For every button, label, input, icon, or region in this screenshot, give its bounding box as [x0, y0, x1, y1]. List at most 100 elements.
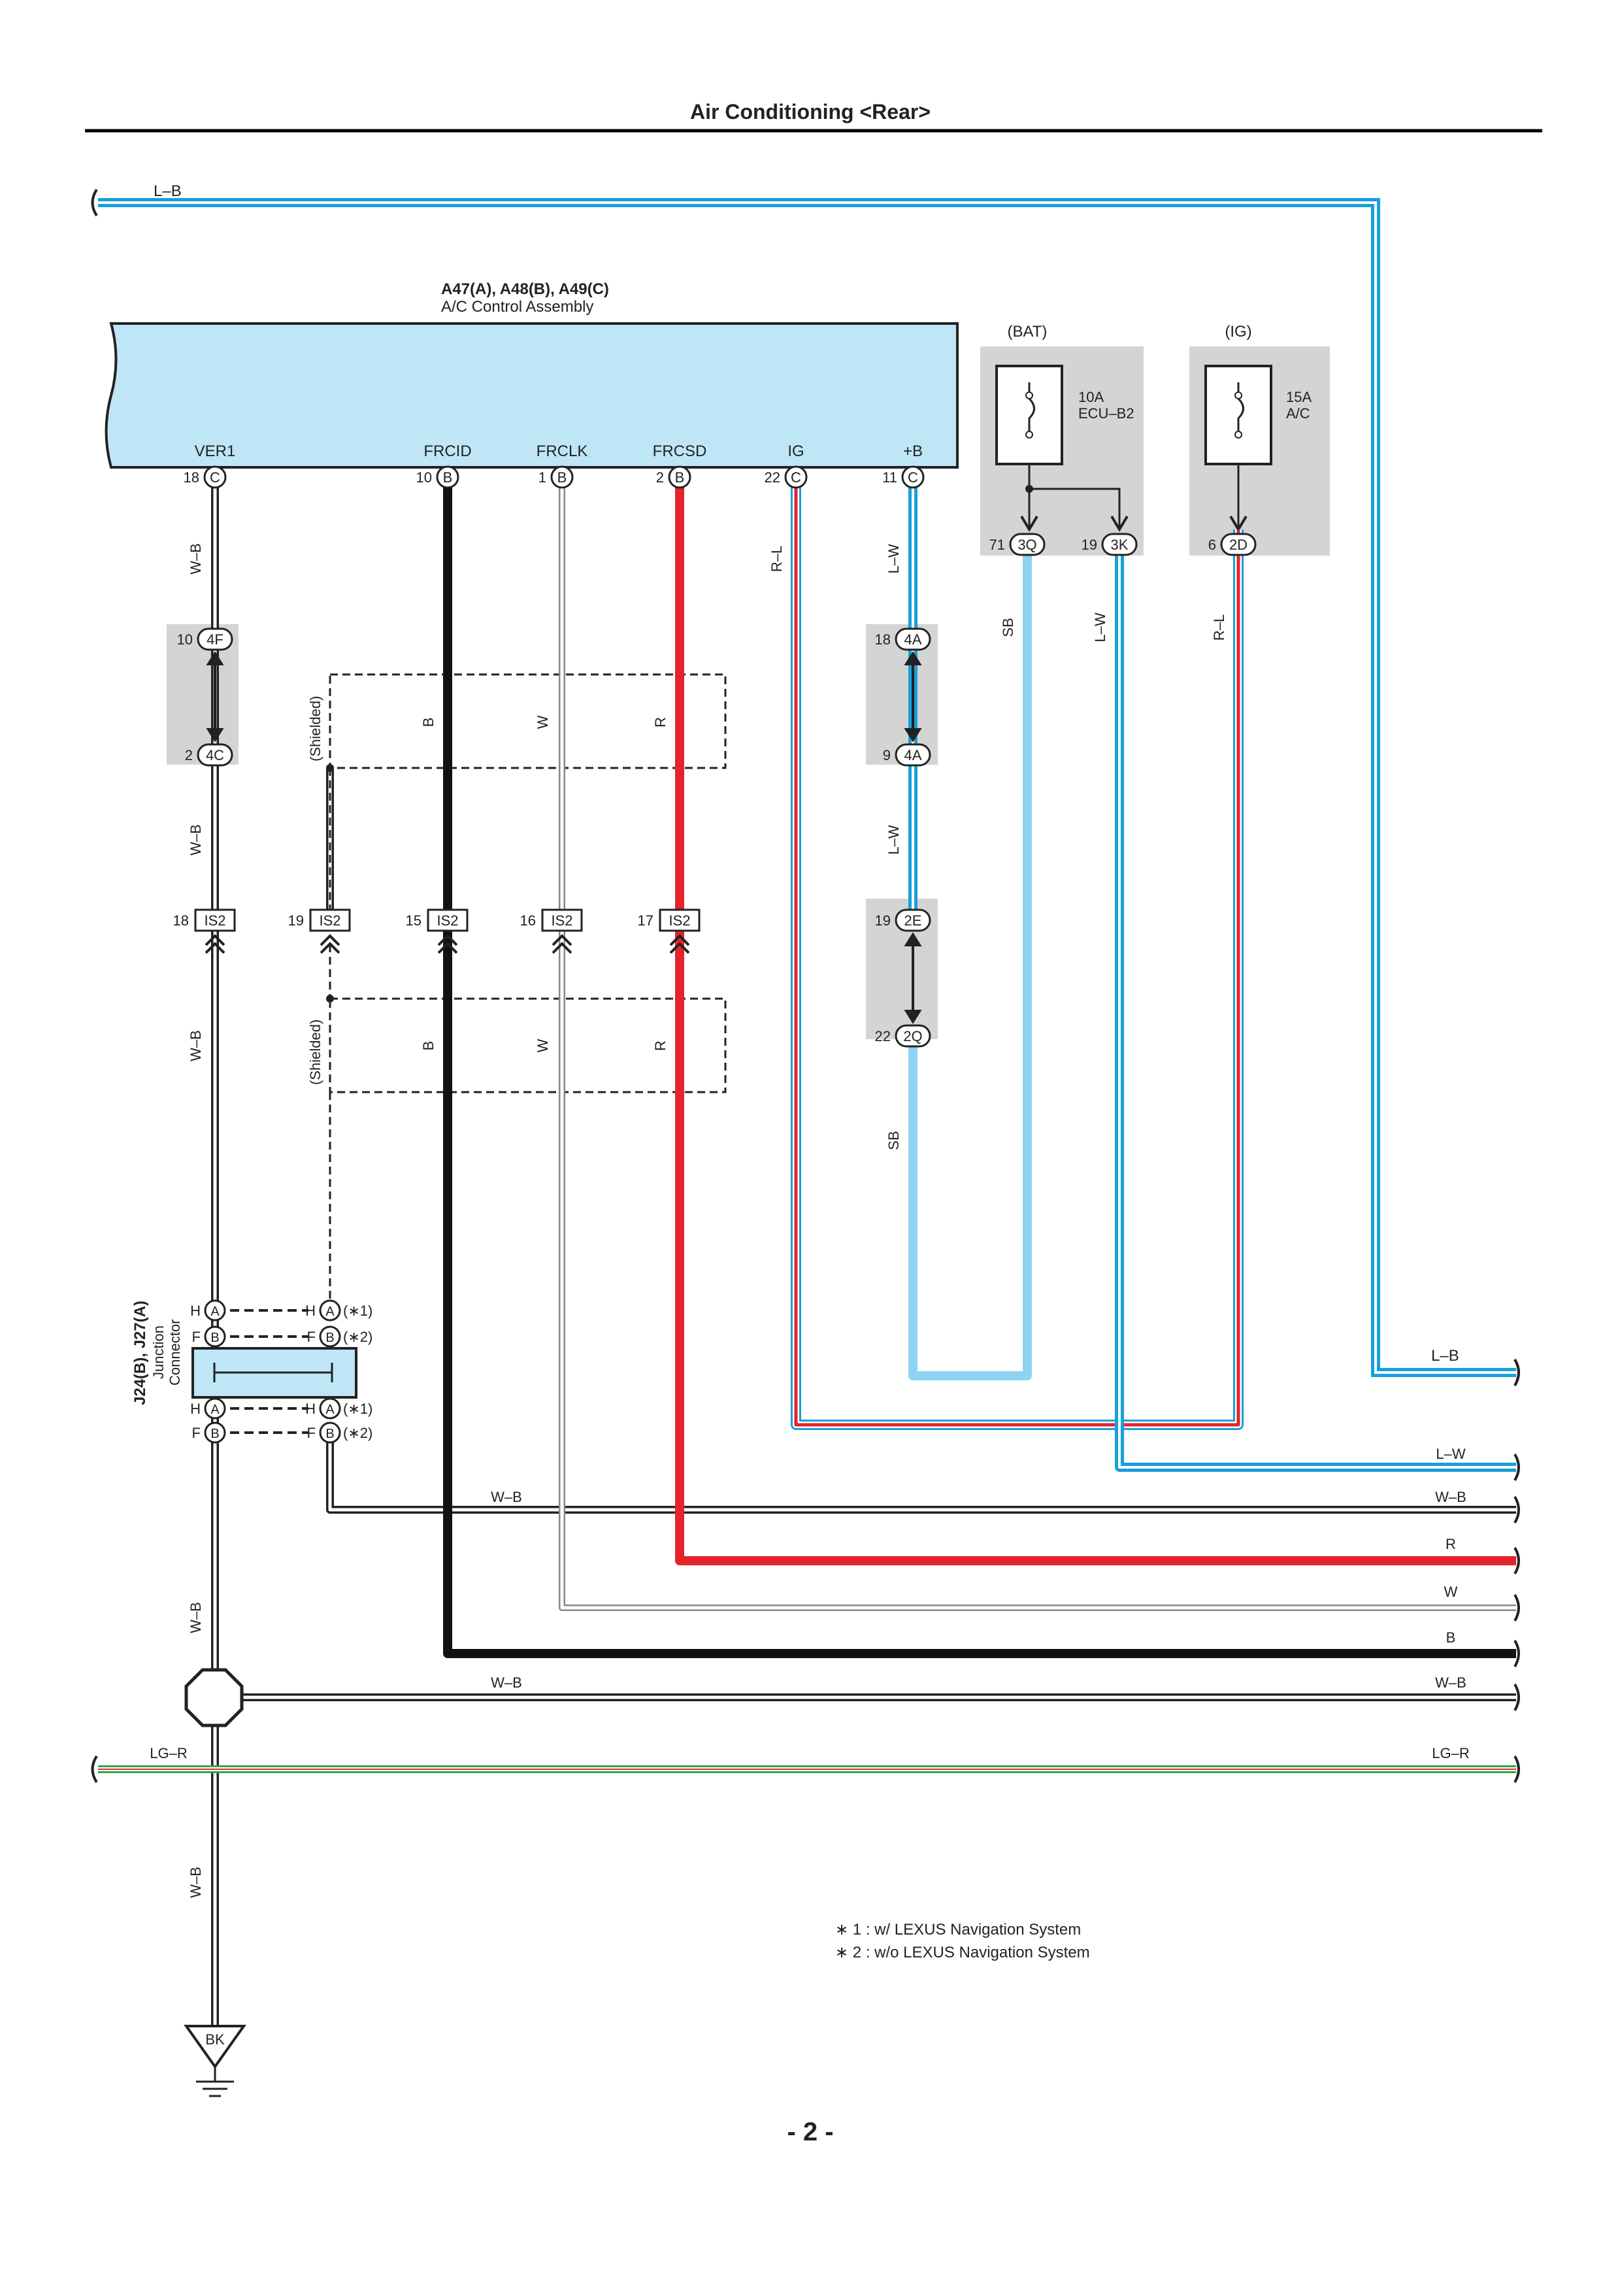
- assembly-pin-letter: B: [443, 469, 453, 486]
- arrow-2e-2q-up: [904, 932, 922, 946]
- assembly-pin: B1: [538, 465, 574, 489]
- jc-pin-note: (∗1): [343, 1401, 372, 1417]
- chevron-is2: [552, 934, 572, 946]
- assembly-pin-circle: [436, 465, 459, 489]
- arrow-4f-4c-up: [206, 651, 224, 665]
- assembly-pin-num: 1: [538, 469, 546, 486]
- wire-break-right: [1513, 1755, 1520, 1784]
- jc-pin: [319, 1325, 341, 1348]
- assembly-pin-letter: C: [791, 469, 801, 486]
- wire-label-horizontal: LG–R: [1432, 1745, 1469, 1761]
- pin-4c-code: 4C: [206, 747, 224, 763]
- jc-pin-letter: B: [325, 1427, 334, 1441]
- ac-control-assembly: A47(A), A48(B), A49(C) A/C Control Assem…: [105, 280, 959, 469]
- pin-2q-code: 2Q: [903, 1028, 922, 1044]
- wire-frclk-core: [560, 477, 1516, 1610]
- jc-pin-label: H: [305, 1303, 316, 1319]
- chevron-is2-2: [205, 942, 225, 954]
- wire-label-vertical: R: [652, 1040, 669, 1051]
- assembly-pin-letter: C: [210, 469, 220, 486]
- pin-3q-code: 3Q: [1017, 537, 1036, 553]
- fuse-box-ig: (IG) 15A A/C: [1189, 323, 1330, 556]
- pin-is2-num: 17: [638, 912, 653, 929]
- assembly-pin-num: 10: [416, 469, 432, 486]
- wire-ig-core: [794, 477, 1240, 1427]
- wire-label-lb-right: L–B: [1431, 1347, 1459, 1365]
- pin-2d-num: 6: [1208, 537, 1216, 553]
- jc-pin: [319, 1422, 341, 1444]
- jc-pin-letter: A: [325, 1305, 335, 1319]
- assembly-pin-num: 11: [882, 469, 897, 486]
- assembly-pin-label: +B: [903, 442, 923, 460]
- wire-label-horizontal: B: [1446, 1629, 1456, 1646]
- jc-pin: [204, 1397, 226, 1420]
- junction-connector: J24(B), J27(A) Junction Connector: [131, 1301, 357, 1405]
- fuse-bat-name: ECU–B2: [1078, 405, 1134, 422]
- pin-is2-box: [541, 908, 583, 932]
- chevron-is2-2: [669, 942, 690, 954]
- pin-is2-num: 19: [288, 912, 304, 929]
- pin-2q-oval: [895, 1024, 931, 1048]
- pin-4f-code: 4F: [207, 631, 223, 648]
- note-1: ∗ 1 : w/ LEXUS Navigation System: [835, 1921, 1081, 1938]
- assembly-pin-num: 22: [765, 469, 780, 486]
- jc-pin-label: F: [192, 1425, 201, 1441]
- pin-is2-num: 16: [520, 912, 536, 929]
- fuse-ig-label: (IG): [1225, 323, 1251, 341]
- shield-lower-label: (Shielded): [307, 1020, 323, 1085]
- pin-is2-num: 18: [173, 912, 189, 929]
- pin-2d: 2D6: [1208, 533, 1257, 556]
- wire-label-vertical: W–B: [188, 1602, 204, 1633]
- pin-is2-num: 15: [406, 912, 422, 929]
- jc-pin-note: (∗2): [343, 1329, 372, 1345]
- chevron-is2: [437, 934, 458, 946]
- wire-break-right: [1513, 1546, 1520, 1575]
- wire-frcid: [443, 477, 1516, 1658]
- pin-3k-code: 3K: [1111, 537, 1129, 553]
- assembly-pin-circle: [550, 465, 574, 489]
- wire-break-right: [1513, 1453, 1520, 1482]
- chevron-is2-2: [320, 942, 340, 954]
- wire-label-vertical: R–L: [769, 546, 785, 572]
- pin-4f-num: 10: [177, 631, 193, 648]
- jc-pin-note: (∗2): [343, 1425, 372, 1441]
- pin-4f-oval: [197, 627, 233, 651]
- pin-4c: 4C2: [185, 743, 233, 767]
- jc-name-2: Connector: [167, 1319, 183, 1386]
- assembly-pin-circle: [668, 465, 691, 489]
- chevron-is2: [320, 934, 340, 946]
- arrow-4f-4c-down: [206, 728, 224, 742]
- assembly-pin-label: FRCLK: [537, 442, 588, 460]
- chevron-is2-2: [437, 942, 458, 954]
- assembly-pin-circle: [901, 465, 925, 489]
- wire-ig-gap: [793, 477, 1242, 1428]
- pin-3q-oval: [1009, 533, 1046, 556]
- assembly-pin-letter: B: [675, 469, 685, 486]
- wire-label-horizontal: W–B: [491, 1489, 522, 1505]
- pin-2d-oval: [1220, 533, 1257, 556]
- wire-label-horizontal: L–W: [1436, 1446, 1465, 1462]
- pin-is2-box: [427, 908, 469, 932]
- arrow-2e-2q-down: [904, 1010, 922, 1024]
- wire-lw-3k-core: [1118, 549, 1516, 1469]
- wire-label-vertical: W–B: [188, 1867, 204, 1898]
- page-number: - 2 -: [787, 2118, 833, 2146]
- pin-3q-num: 71: [989, 537, 1005, 553]
- shield-lower: (Shielded): [307, 997, 727, 1093]
- pin-is2-box: [309, 908, 351, 932]
- jc-pin-label: F: [192, 1329, 201, 1345]
- assembly-pin: B2: [656, 465, 691, 489]
- pin-2e-code: 2E: [904, 912, 922, 929]
- wire-break-right: [1513, 1495, 1520, 1524]
- pin-3k-oval: [1101, 533, 1138, 556]
- pin-is2-box: [659, 908, 701, 932]
- jc-pin: [204, 1299, 226, 1322]
- wire-label-horizontal: W–B: [491, 1674, 522, 1691]
- wire-label-vertical: W: [535, 1039, 551, 1052]
- assembly-pin-letter: B: [557, 469, 567, 486]
